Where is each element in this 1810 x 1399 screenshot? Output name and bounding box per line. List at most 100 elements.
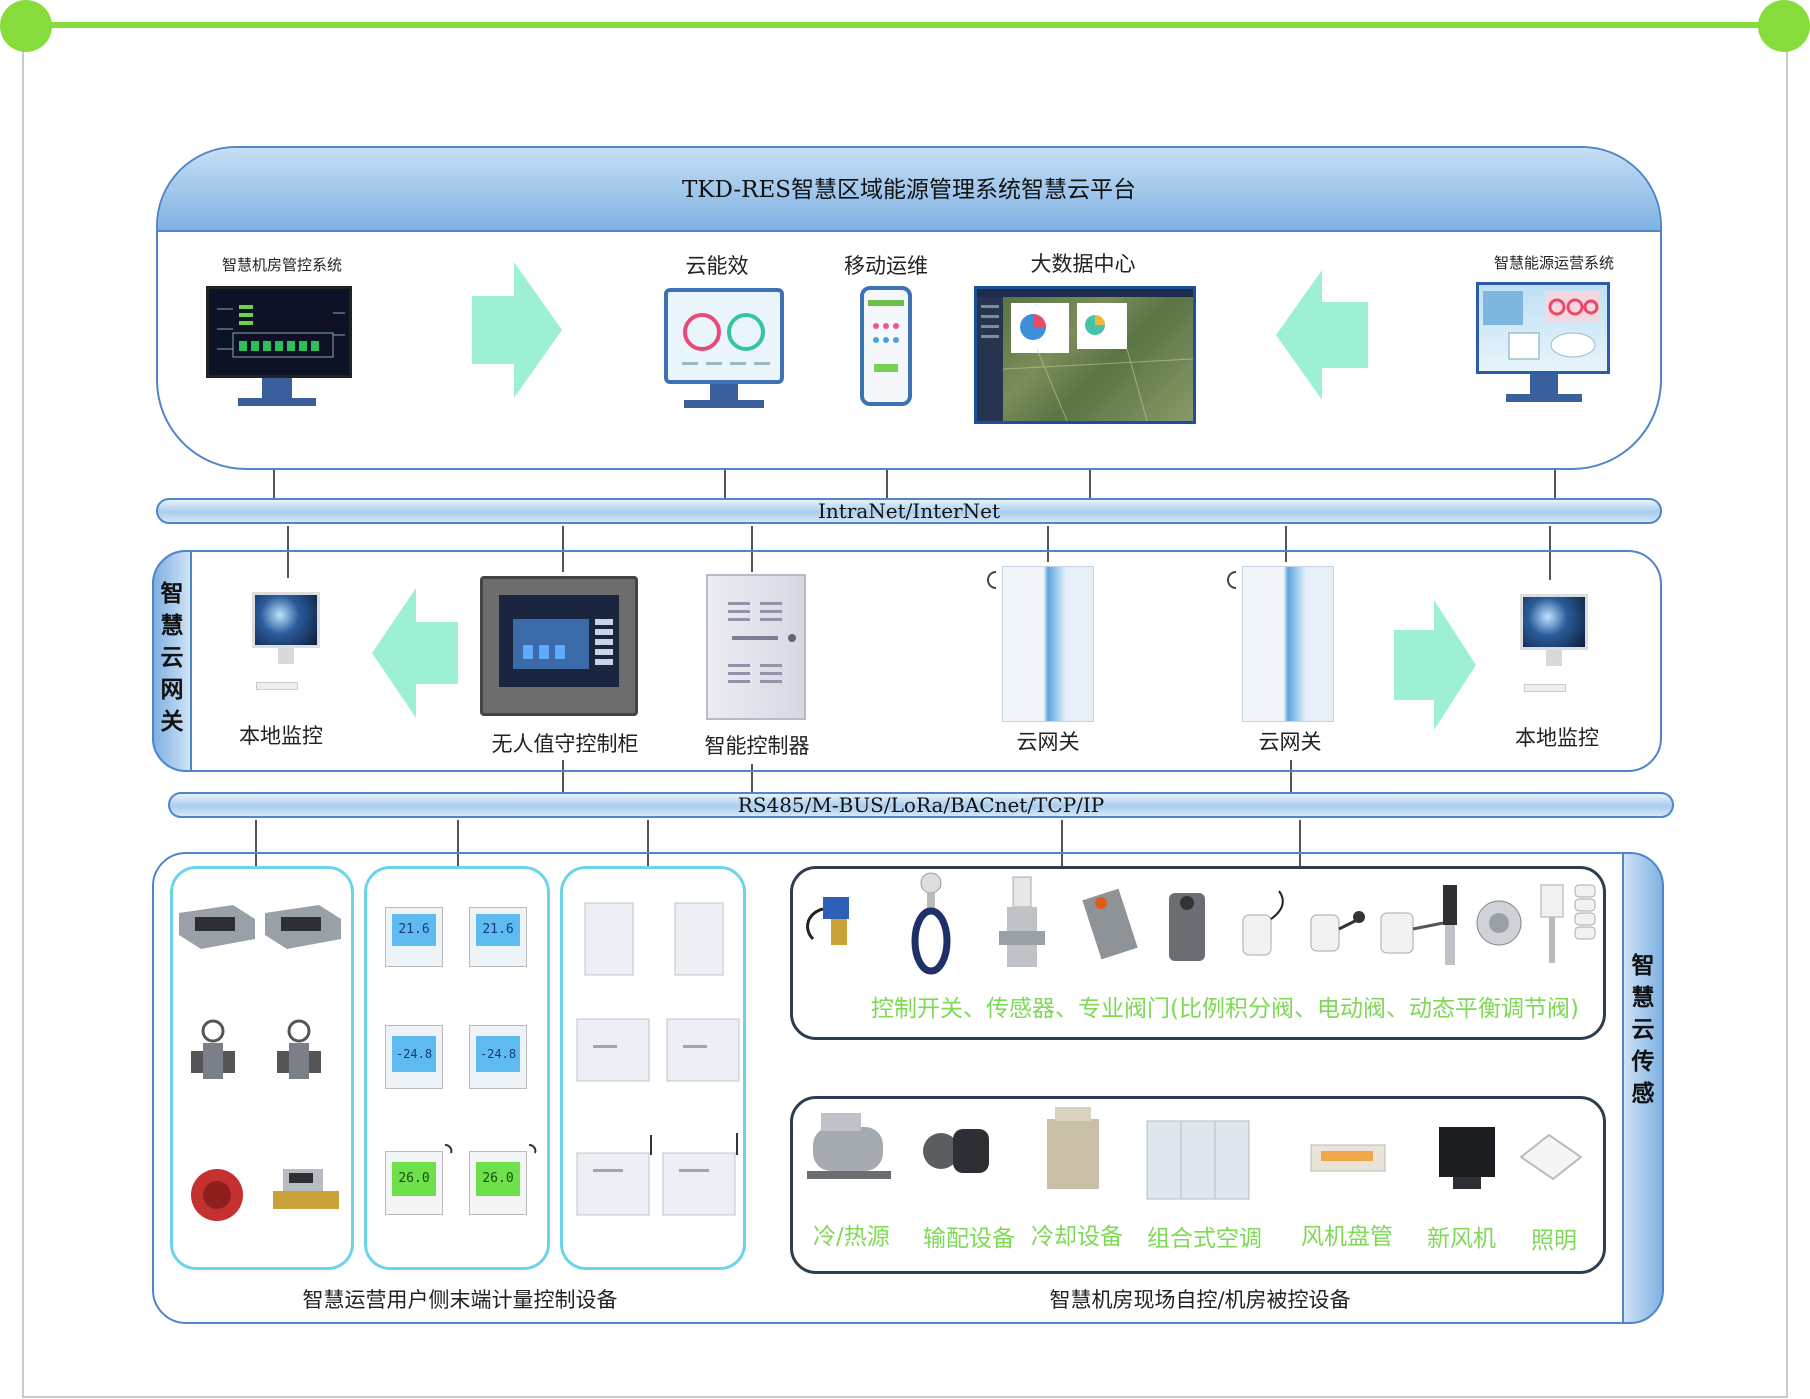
thermostat-icon: -24.8 xyxy=(469,1025,527,1089)
plant-label-lighting: 照明 xyxy=(1531,1228,1577,1254)
monitor-base xyxy=(238,398,316,406)
device-label-unattended-cabinet: 无人值守控制柜 xyxy=(491,732,639,756)
device-label-local-monitor-right: 本地监控 xyxy=(1515,726,1599,750)
water-meter-icon xyxy=(191,1169,339,1221)
control-cabinet-icon xyxy=(480,576,638,716)
outer-frame xyxy=(22,26,1788,1398)
electric-valve-icon xyxy=(806,897,849,945)
arrow-left-icon xyxy=(372,588,458,718)
thermostat-icon: 26.0 xyxy=(469,1151,527,1215)
meter-panel xyxy=(170,866,354,1270)
system-label-smart-plant: 智慧机房管控系统 xyxy=(221,256,342,274)
sensor-side-bar: 智慧云传感 xyxy=(1622,852,1664,1324)
sensor-side-label: 智慧云传感 xyxy=(1631,952,1655,1107)
system-label-cloud-efficiency: 云能效 xyxy=(685,254,749,278)
device-label-cloud-gateway-2: 云网关 xyxy=(1258,730,1322,754)
monitor-icon xyxy=(664,288,784,384)
valve-sensor-label: 控制开关、传感器、专业阀门(比例积分阀、电动阀、动态平衡调节阀) xyxy=(871,996,1579,1022)
plant-label-fresh-air: 新风机 xyxy=(1427,1226,1496,1252)
cloud-platform-box: TKD-RES智慧区域能源管理系统智慧云平台 xyxy=(156,146,1662,470)
arrow-right-icon xyxy=(1394,600,1476,730)
heat-meter-icon xyxy=(179,905,341,949)
collector-panel xyxy=(560,866,746,1270)
device-label-local-monitor-left: 本地监控 xyxy=(239,724,323,748)
plant-label-cooling: 冷却设备 xyxy=(1031,1224,1123,1250)
imac-stand xyxy=(278,648,294,664)
controller-box-icon xyxy=(706,574,806,720)
top-accent-line xyxy=(28,22,1782,28)
map-screen-icon xyxy=(974,286,1196,424)
valve-sensor-panel: 控制开关、传感器、专业阀门(比例积分阀、电动阀、动态平衡调节阀) xyxy=(790,866,1606,1040)
plant-equipment-panel: 冷/热源 输配设备 冷却设备 组合式空调 风机盘管 新风机 照明 xyxy=(790,1096,1606,1274)
thermostat-panel: 21.6 21.6 -24.8 -24.8 26.0 26.0 xyxy=(364,866,550,1270)
keyboard-icon xyxy=(256,682,298,690)
thermostat-display: 26.0 xyxy=(392,1162,436,1196)
fan-coil-icon xyxy=(1310,1144,1386,1172)
gateway-side-label: 智慧云网关 xyxy=(160,580,184,735)
system-label-mobile-ops: 移动运维 xyxy=(844,254,928,278)
imac-icon xyxy=(1520,594,1588,650)
phone-icon xyxy=(860,286,912,406)
gateway-icon xyxy=(1242,566,1334,722)
pipe-sensor-icon xyxy=(1540,884,1564,963)
plant-label-ahu: 组合式空调 xyxy=(1147,1226,1262,1252)
thermostat-display: -24.8 xyxy=(392,1036,436,1072)
pressure-transmitter-icon xyxy=(1443,885,1457,965)
actuator-icon xyxy=(1082,888,1138,960)
device-label-cloud-gateway-1: 云网关 xyxy=(1016,730,1080,754)
pump-icon xyxy=(923,1129,989,1173)
flow-meter-icon xyxy=(191,1019,321,1079)
monitor-base xyxy=(684,400,764,408)
duct-sensor-icon xyxy=(1310,911,1365,952)
flow-switch-icon xyxy=(1476,900,1522,946)
monitor-stand xyxy=(262,378,292,398)
top-right-dot xyxy=(1758,0,1810,52)
thermostat-icon: 26.0 xyxy=(385,1151,443,1215)
light-panel-icon xyxy=(1519,1133,1583,1181)
damper-actuator-icon xyxy=(1169,893,1205,961)
gateway-icon xyxy=(1002,566,1094,722)
monitor-base xyxy=(1506,394,1582,402)
monitor-icon xyxy=(1476,282,1610,374)
plant-group-label: 智慧机房现场自控/机房被控设备 xyxy=(1049,1288,1351,1312)
humidity-sensor-icon xyxy=(1380,912,1444,954)
thermostat-icon: -24.8 xyxy=(385,1025,443,1089)
network-pipe-fieldbus: RS485/M-BUS/LoRa/BACnet/TCP/IP xyxy=(168,792,1674,818)
cloud-platform-header xyxy=(158,148,1660,232)
imac-stand xyxy=(1546,650,1562,666)
platform-title: TKD-RES智慧区域能源管理系统智慧云平台 xyxy=(681,177,1137,203)
butterfly-valve-icon xyxy=(911,872,951,975)
thermostat-display: -24.8 xyxy=(476,1036,520,1072)
thermostat-display: 26.0 xyxy=(476,1162,520,1196)
wifi-icon xyxy=(1227,571,1237,589)
regulating-valve-icon xyxy=(999,876,1045,967)
wifi-icon xyxy=(987,571,997,589)
thermostat-display: 21.6 xyxy=(392,914,436,946)
temperature-sensor-icon xyxy=(1242,890,1284,956)
system-label-bigdata-center: 大数据中心 xyxy=(1030,252,1136,276)
plant-label-heat-source: 冷/热源 xyxy=(813,1224,890,1250)
outdoor-sensor-icon xyxy=(1574,884,1596,940)
system-label-smart-energy-ops: 智慧能源运营系统 xyxy=(1493,254,1614,272)
top-left-dot xyxy=(0,0,52,52)
monitor-icon xyxy=(206,286,352,378)
gateway-side-bar: 智慧云网关 xyxy=(152,550,192,772)
monitor-stand xyxy=(710,384,738,400)
keyboard-icon xyxy=(1524,684,1566,692)
thermostat-icon: 21.6 xyxy=(469,907,527,967)
imac-icon xyxy=(252,592,320,648)
monitor-stand xyxy=(1530,374,1558,394)
cooling-tower-icon xyxy=(1047,1107,1099,1189)
plant-label-fan-coil: 风机盘管 xyxy=(1301,1224,1393,1250)
fresh-air-unit-icon xyxy=(1439,1127,1495,1189)
network-pipe-intranet: IntraNet/InterNet xyxy=(156,498,1662,524)
thermostat-display: 21.6 xyxy=(476,914,520,946)
arrow-right-icon xyxy=(472,262,562,398)
thermostat-icon: 21.6 xyxy=(385,907,443,967)
device-label-smart-controller: 智能控制器 xyxy=(704,734,810,758)
plant-label-distribution: 输配设备 xyxy=(923,1226,1015,1252)
arrow-left-icon xyxy=(1276,270,1368,400)
chiller-icon xyxy=(807,1113,891,1179)
terminal-group-label: 智慧运营用户侧末端计量控制设备 xyxy=(302,1288,618,1312)
